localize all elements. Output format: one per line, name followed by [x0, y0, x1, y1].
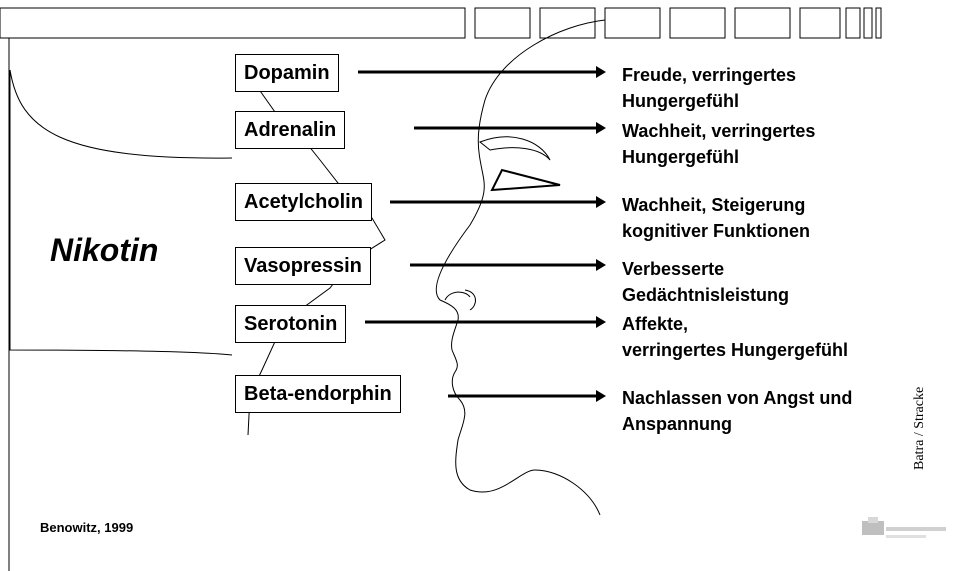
effect-line: Nachlassen von Angst und [622, 385, 852, 411]
box-beta-endorphin: Beta-endorphin [235, 375, 401, 413]
effect-line: Verbesserte [622, 256, 789, 282]
effect-beta-endorphin: Nachlassen von Angst und Anspannung [622, 385, 852, 437]
header-square-1 [475, 8, 530, 38]
effect-line: Wachheit, Steigerung [622, 192, 810, 218]
author-credit: Batra / Stracke [912, 387, 928, 470]
institution-logo [862, 515, 952, 545]
nikotin-bracket [10, 70, 232, 355]
citation: Benowitz, 1999 [40, 520, 133, 535]
header-square-7 [846, 8, 860, 38]
header-decoration [0, 8, 881, 38]
header-square-8 [864, 8, 872, 38]
effect-vasopressin: Verbesserte Gedächtnisleistung [622, 256, 789, 308]
nikotin-title: Nikotin [50, 232, 158, 269]
box-acetylcholin: Acetylcholin [235, 183, 372, 221]
arrows [358, 66, 606, 402]
eyebrow [480, 137, 550, 160]
box-adrenalin: Adrenalin [235, 111, 345, 149]
effect-dopamin: Freude, verringertes Hungergefühl [622, 62, 796, 114]
box-vasopressin: Vasopressin [235, 247, 371, 285]
header-square-6 [800, 8, 840, 38]
header-bar [0, 8, 465, 38]
header-square-5 [735, 8, 790, 38]
effect-line: Anspannung [622, 411, 852, 437]
effect-serotonin: Affekte, verringertes Hungergefühl [622, 311, 848, 363]
header-square-3 [605, 8, 660, 38]
box-dopamin: Dopamin [235, 54, 339, 92]
effect-line: Hungergefühl [622, 144, 815, 170]
effect-acetylcholin: Wachheit, Steigerung kognitiver Funktion… [622, 192, 810, 244]
effect-line: Freude, verringertes [622, 62, 796, 88]
effect-line: Affekte, [622, 311, 848, 337]
effect-line: Gedächtnisleistung [622, 282, 789, 308]
effect-line: verringertes Hungergefühl [622, 337, 848, 363]
box-serotonin: Serotonin [235, 305, 346, 343]
eye [492, 170, 560, 190]
face-profile [436, 20, 605, 515]
header-square-9 [876, 8, 881, 38]
nostril [445, 290, 475, 310]
header-square-4 [670, 8, 725, 38]
effect-line: Hungergefühl [622, 88, 796, 114]
effect-adrenalin: Wachheit, verringertes Hungergefühl [622, 118, 815, 170]
effect-line: kognitiver Funktionen [622, 218, 810, 244]
effect-line: Wachheit, verringertes [622, 118, 815, 144]
